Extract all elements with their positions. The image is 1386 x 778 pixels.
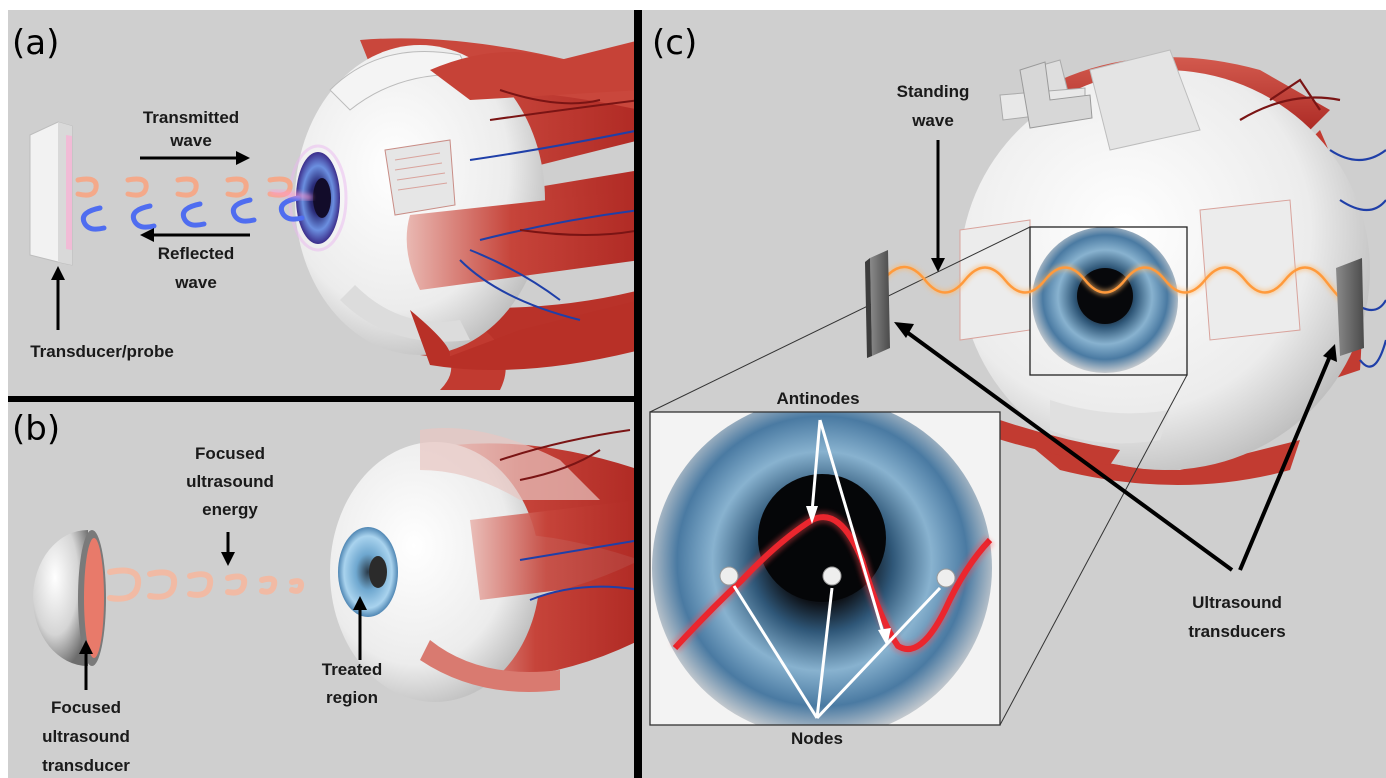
panel-a-label: (a) [12, 23, 59, 63]
transducers-label-1: Ultrasound [1192, 593, 1282, 612]
transducer-probe [30, 122, 72, 265]
transmitted-label-1: Transmitted [143, 108, 239, 127]
node-1 [720, 567, 738, 585]
vertical-divider [634, 10, 642, 778]
panel-b-label: (b) [12, 409, 60, 449]
panel-c-label: (c) [652, 23, 697, 63]
left-transducer-plate [865, 250, 890, 358]
energy-label-2: ultrasound [186, 472, 274, 491]
node-3 [937, 569, 955, 587]
standing-label-2: wave [911, 111, 954, 130]
transducer-label-2: ultrasound [42, 727, 130, 746]
antinodes-label: Antinodes [776, 389, 859, 408]
inset-zoom [650, 398, 1000, 738]
right-transducer-plate [1336, 258, 1364, 356]
reflected-label-2: wave [174, 273, 217, 292]
nodes-label: Nodes [791, 729, 843, 748]
horizontal-divider [8, 396, 634, 402]
node-2 [823, 567, 841, 585]
energy-label-1: Focused [195, 444, 265, 463]
treated-label-2: region [326, 688, 378, 707]
iris-b [338, 527, 398, 617]
reflected-label-1: Reflected [158, 244, 235, 263]
treated-label-1: Treated [322, 660, 382, 679]
standing-label-1: Standing [897, 82, 970, 101]
transducer-label-1: Focused [51, 698, 121, 717]
transducers-label-2: transducers [1188, 622, 1285, 641]
energy-label-3: energy [202, 500, 258, 519]
transmitted-label-2: wave [169, 131, 212, 150]
probe-label: Transducer/probe [30, 342, 174, 361]
transducer-label-3: transducer [42, 756, 130, 775]
